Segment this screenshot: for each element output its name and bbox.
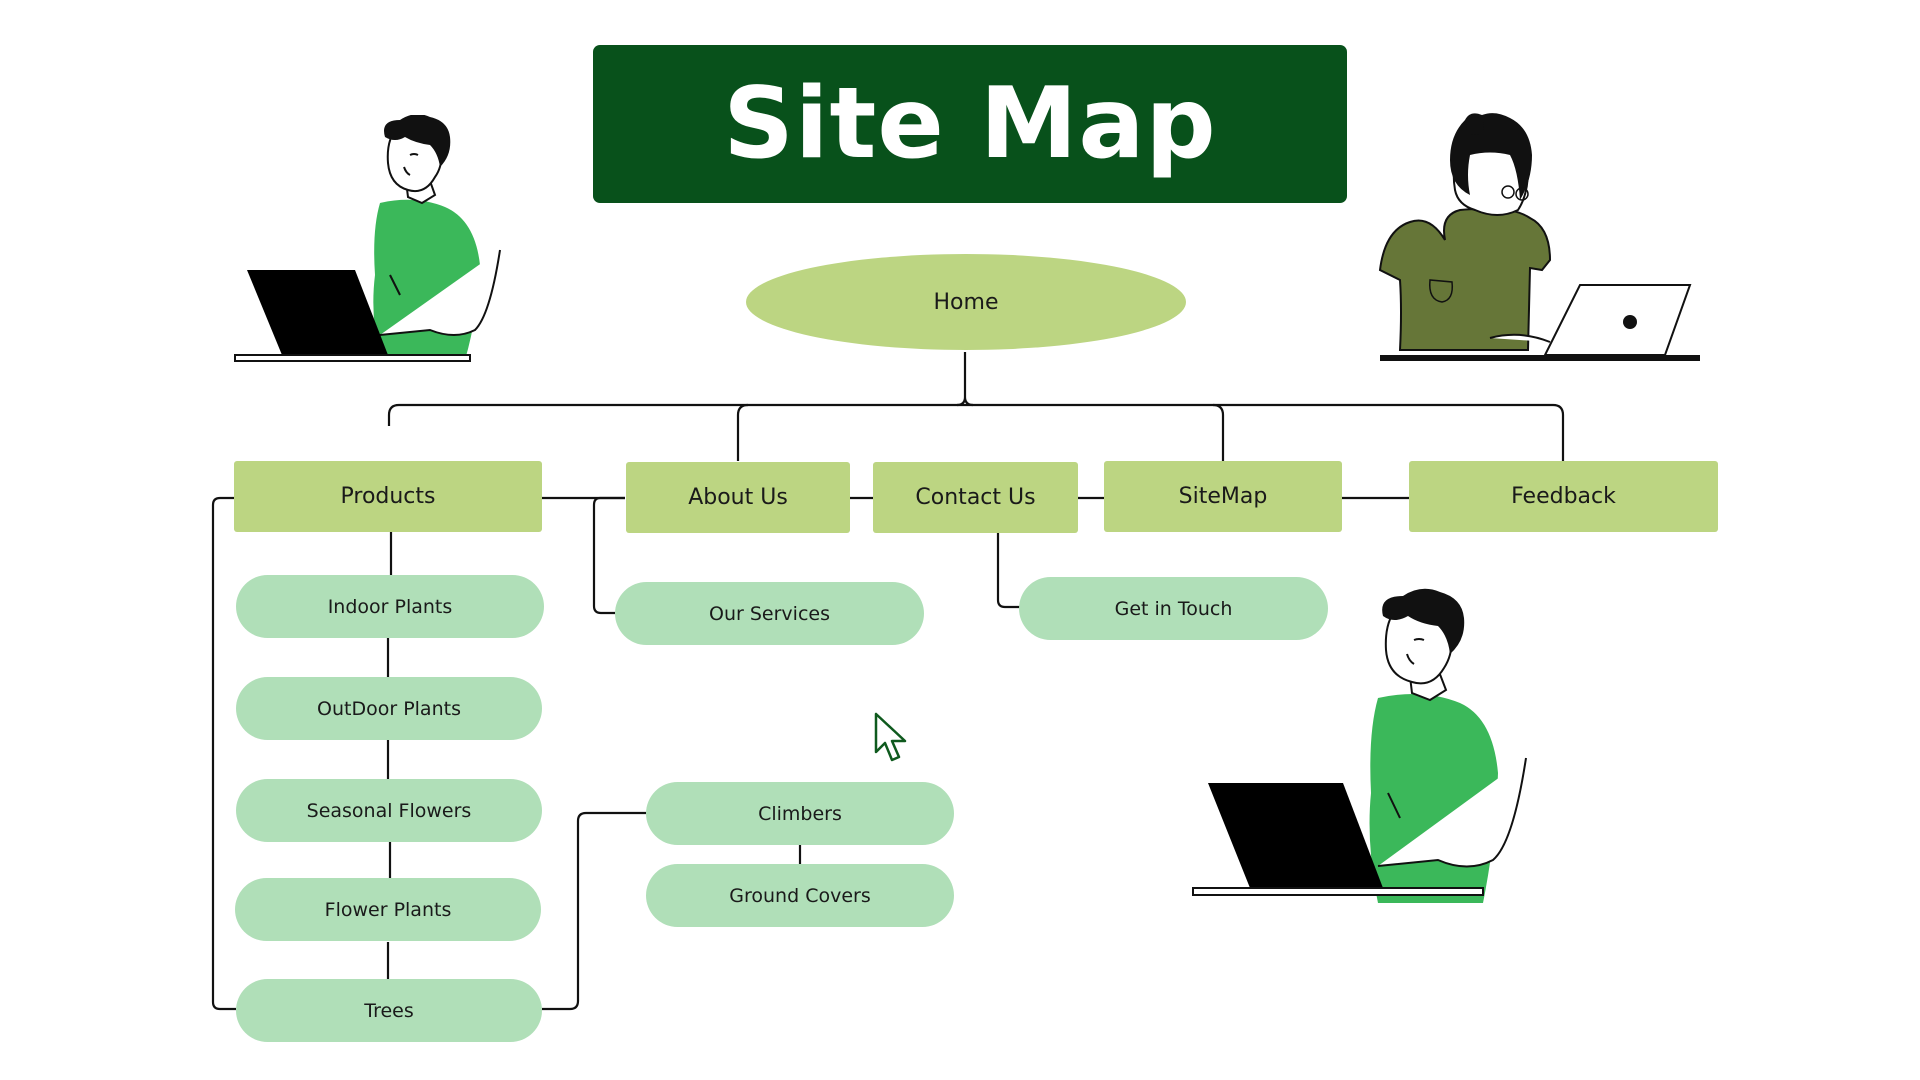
section-feedback[interactable]: Feedback xyxy=(1409,461,1718,532)
node-our-services[interactable]: Our Services xyxy=(615,582,924,645)
node-ground-covers[interactable]: Ground Covers xyxy=(646,864,954,927)
node-get-in-touch[interactable]: Get in Touch xyxy=(1019,577,1328,640)
woman-laptop-illustration xyxy=(1378,113,1700,361)
node-outdoor-plants[interactable]: OutDoor Plants xyxy=(236,677,542,740)
mouse-cursor-icon xyxy=(874,712,907,762)
section-products[interactable]: Products xyxy=(234,461,542,532)
node-climbers[interactable]: Climbers xyxy=(646,782,954,845)
home-node[interactable]: Home xyxy=(746,254,1186,350)
section-contact-us[interactable]: Contact Us xyxy=(873,462,1078,533)
page-title: Site Map xyxy=(723,67,1217,181)
section-sitemap[interactable]: SiteMap xyxy=(1104,461,1342,532)
node-trees[interactable]: Trees xyxy=(236,979,542,1042)
title-banner: Site Map xyxy=(593,45,1347,203)
person-laptop-illustration xyxy=(234,115,501,362)
node-indoor-plants[interactable]: Indoor Plants xyxy=(236,575,544,638)
section-about-us[interactable]: About Us xyxy=(626,462,850,533)
person-laptop-illustration xyxy=(1192,588,1527,903)
node-seasonal-flowers[interactable]: Seasonal Flowers xyxy=(236,779,542,842)
node-flower-plants[interactable]: Flower Plants xyxy=(235,878,541,941)
